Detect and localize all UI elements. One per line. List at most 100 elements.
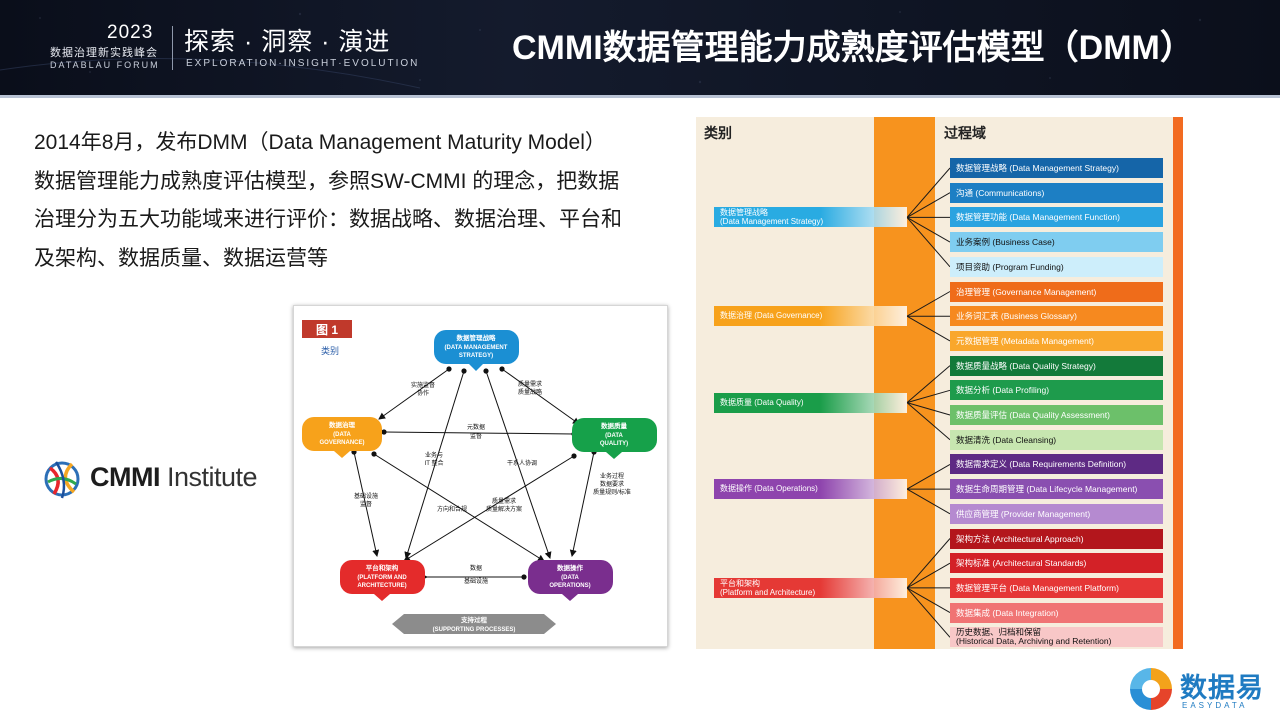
process-area-row: 元数据管理 (Metadata Management): [950, 330, 1163, 351]
node-platform-and-architecture: 平台和架构 (PLATFORM AND ARCHITECTURE): [340, 560, 425, 601]
connector-line: [906, 587, 951, 638]
forum-name-cn: 数据治理新实践峰会: [50, 47, 158, 59]
figure-sublabel: 类别: [321, 345, 339, 356]
supporting-processes-bar: 支持过程 (SUPPORTING PROCESSES): [392, 614, 556, 634]
svg-text:质量需求: 质量需求: [492, 497, 516, 505]
figure-1-diagram: 图 1 类别 数据管理战略 (DATA MANAGEMENT STRATEGY): [293, 305, 668, 647]
svg-text:数据质量: 数据质量: [601, 421, 628, 430]
category-label: 数据管理战略: [720, 208, 768, 218]
intro-line: 及架构、数据质量、数据运营等: [34, 246, 328, 270]
connector-line: [906, 463, 951, 490]
forum-year: 2023: [107, 22, 154, 43]
svg-text:STRATEGY): STRATEGY): [459, 353, 493, 359]
category-label: 数据治理 (Data Governance): [720, 311, 823, 321]
svg-text:支持过程: 支持过程: [460, 615, 488, 624]
svg-text:方向和合规: 方向和合规: [437, 505, 467, 513]
svg-text:干系人协调: 干系人协调: [507, 459, 537, 467]
category-label: 数据操作 (Data Operations): [720, 484, 818, 494]
process-area-row: 历史数据、归档和保留(Historical Data, Archiving an…: [950, 627, 1163, 648]
page-title: CMMI数据管理能力成熟度评估模型（DMM）: [512, 29, 1194, 67]
connector-line: [906, 562, 951, 589]
svg-text:质量需求: 质量需求: [518, 380, 542, 388]
process-area-row: 业务案例 (Business Case): [950, 232, 1163, 253]
svg-text:监督: 监督: [470, 432, 482, 440]
svg-text:基础设施: 基础设施: [464, 577, 488, 585]
easydata-swirl-icon: [1130, 668, 1172, 710]
connector-line: [906, 216, 951, 243]
intro-line: 数据管理能力成熟度评估模型，参照SW-CMMI 的理念，把数据: [34, 169, 620, 193]
dmm-process-area-table: 类别 过程域 数据管理战略(Data Management Strategy)数…: [696, 117, 1183, 649]
node-data-governance: 数据治理 (DATA GOVERNANCE): [302, 417, 382, 458]
svg-text:(DATA MANAGEMENT: (DATA MANAGEMENT: [445, 345, 508, 351]
connector-line: [906, 217, 951, 268]
svg-text:GOVERNANCE): GOVERNANCE): [319, 440, 364, 446]
svg-text:数据管理战略: 数据管理战略: [457, 333, 497, 342]
connector-line: [906, 365, 951, 404]
svg-text:平台和架构: 平台和架构: [366, 563, 399, 572]
process-area-row: 数据质量评估 (Data Quality Assessment): [950, 405, 1163, 425]
connector-line: [906, 389, 951, 404]
svg-text:IT 整合: IT 整合: [425, 459, 444, 467]
svg-text:数据: 数据: [470, 564, 482, 572]
process-area-row: 沟通 (Communications): [950, 182, 1163, 203]
category-box: 数据管理战略(Data Management Strategy): [714, 207, 907, 228]
header-banner: 2023 数据治理新实践峰会 DATABLAU FORUM 探索 · 洞察 · …: [0, 0, 1280, 98]
category-label: 平台和架构: [720, 578, 760, 588]
svg-text:元数据: 元数据: [467, 423, 485, 431]
cmmi-logo-bold: CMMI: [90, 462, 160, 492]
figure-label-bg: [302, 320, 352, 338]
easydata-logo-cn: 数据易: [1180, 673, 1264, 703]
svg-text:业务过程: 业务过程: [600, 472, 624, 480]
cmmi-logo-rest: Institute: [159, 462, 258, 492]
figure-label: 图 1: [316, 323, 338, 337]
process-area-row: 架构方法 (Architectural Approach): [950, 528, 1163, 549]
svg-text:(PLATFORM AND: (PLATFORM AND: [357, 575, 407, 581]
process-area-row: 数据质量战略 (Data Quality Strategy): [950, 355, 1163, 376]
connector-line: [906, 587, 951, 614]
svg-text:质量解决方案: 质量解决方案: [486, 505, 522, 513]
svg-text:实施监督: 实施监督: [411, 381, 435, 389]
connector-line: [906, 192, 951, 218]
category-label-en: (Platform and Architecture): [720, 587, 816, 597]
category-connector-lines: [906, 167, 951, 638]
header-background-pattern: [0, 11, 1202, 89]
process-area-row: 供应商管理 (Provider Management): [950, 503, 1163, 524]
process-area-row: 数据管理平台 (Data Management Platform): [950, 577, 1163, 598]
category-box: 数据操作 (Data Operations): [714, 479, 907, 500]
process-area-label: 历史数据、归档和保留: [956, 627, 1042, 638]
process-area-label-en: (Historical Data, Archiving and Retentio…: [956, 636, 1112, 647]
process-area-row: 治理管理 (Governance Management): [950, 281, 1163, 302]
svg-text:数据要求: 数据要求: [600, 480, 624, 488]
node-data-operations: 数据操作 (DATA OPERATIONS): [528, 560, 613, 601]
svg-text:(SUPPORTING PROCESSES): (SUPPORTING PROCESSES): [433, 627, 516, 633]
process-area-row: 数据集成 (Data Integration): [950, 602, 1163, 623]
svg-text:(DATA: (DATA: [333, 432, 351, 438]
category-header: 类别: [704, 125, 732, 141]
intro-line: 2014年8月，发布DMM（Data Management Maturity M…: [34, 131, 606, 154]
category-label: 数据质量 (Data Quality): [720, 397, 804, 407]
connector-line: [906, 315, 951, 342]
connector-line: [906, 167, 951, 218]
process-area-row: 数据管理战略 (Data Management Strategy): [950, 158, 1163, 178]
category-box: 数据质量 (Data Quality): [714, 392, 907, 413]
svg-text:ARCHITECTURE): ARCHITECTURE): [357, 583, 406, 589]
process-area-row: 数据管理功能 (Data Management Function): [950, 207, 1163, 228]
process-area-row: 项目资助 (Program Funding): [950, 256, 1163, 277]
easydata-logo-en: EASYDATA: [1182, 701, 1248, 710]
svg-text:(DATA: (DATA: [605, 433, 623, 439]
svg-text:质量规则/标准: 质量规则/标准: [593, 488, 631, 496]
header-divider: [172, 26, 173, 70]
forum-slogan-en: EXPLORATION·INSIGHT·EVOLUTION: [186, 58, 420, 69]
process-area-row: 数据需求定义 (Data Requirements Definition): [950, 454, 1163, 475]
panel-right-edge: [1173, 117, 1183, 649]
header-bottom-bar: [0, 95, 1280, 98]
forum-slogan: 探索 · 洞察 · 演进: [184, 28, 391, 56]
svg-text:基础设施: 基础设施: [354, 492, 378, 500]
connector-line: [906, 402, 951, 416]
process-area-row: 数据分析 (Data Profiling): [950, 380, 1163, 401]
svg-text:监督: 监督: [360, 500, 372, 508]
svg-text:QUALITY): QUALITY): [600, 441, 628, 447]
process-area-header: 过程域: [944, 125, 986, 141]
cmmi-institute-logo: CMMI Institute: [42, 456, 262, 502]
process-area-row: 数据清洗 (Data Cleansing): [950, 429, 1163, 450]
